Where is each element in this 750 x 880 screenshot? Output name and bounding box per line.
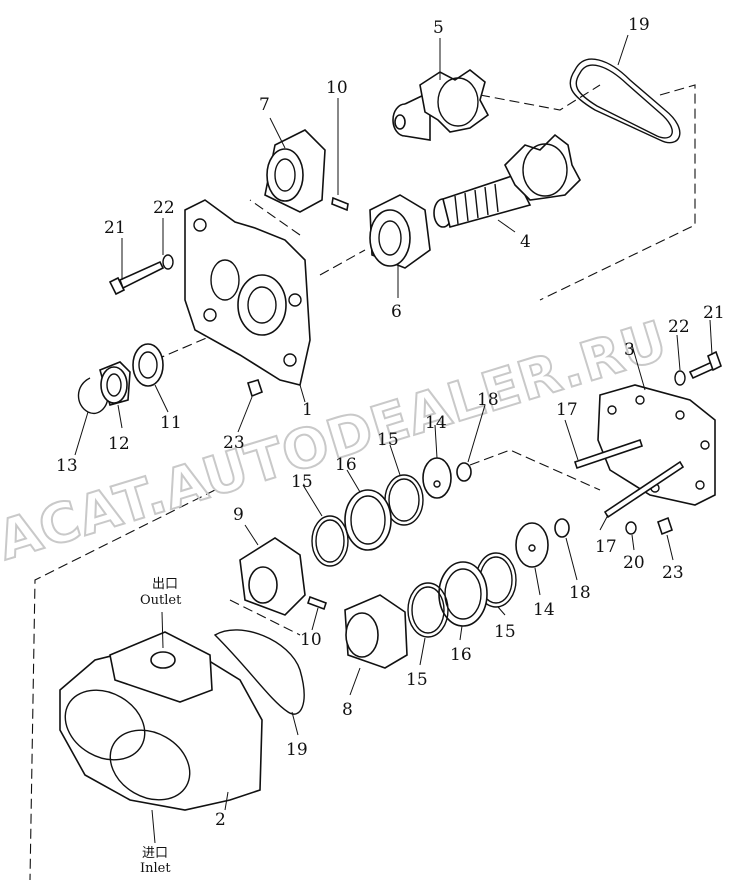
bolt-left bbox=[108, 260, 165, 296]
callout-9: 9 bbox=[233, 505, 244, 525]
callout-14-top: 14 bbox=[425, 413, 447, 433]
callout-22-left: 22 bbox=[153, 198, 175, 218]
callout-19-top: 19 bbox=[628, 15, 650, 35]
callout-15-c: 15 bbox=[494, 622, 516, 642]
pin-17-lower bbox=[603, 460, 685, 519]
plug-right bbox=[657, 516, 673, 536]
callout-10-top: 10 bbox=[326, 78, 348, 98]
plug-left bbox=[246, 379, 263, 398]
callout-15-a: 15 bbox=[377, 430, 399, 450]
callout-16-a: 16 bbox=[335, 455, 357, 475]
gear-shaft-long bbox=[433, 133, 581, 228]
leader-lines bbox=[74, 34, 713, 844]
callout-19-bottom: 19 bbox=[286, 740, 308, 760]
rear-cover-plate bbox=[597, 384, 716, 506]
callout-17-bottom: 17 bbox=[595, 537, 617, 557]
front-cover-plate bbox=[184, 199, 311, 386]
callout-1: 1 bbox=[302, 400, 313, 420]
bearing-block-8 bbox=[344, 594, 408, 669]
callout-20: 20 bbox=[623, 553, 645, 573]
washer-left bbox=[162, 254, 174, 270]
callout-23-right: 23 bbox=[662, 563, 684, 583]
plug-18-lower bbox=[554, 518, 570, 538]
bearing-block-9 bbox=[239, 537, 306, 616]
thrust-washer bbox=[132, 343, 164, 387]
wear-plate-lower bbox=[515, 522, 549, 568]
callout-17-top: 17 bbox=[556, 400, 578, 420]
callout-15-b: 15 bbox=[291, 472, 313, 492]
dowel-pin-lower bbox=[306, 595, 328, 611]
plug-18-upper bbox=[456, 462, 472, 482]
callout-22-right: 22 bbox=[668, 317, 690, 337]
callout-5: 5 bbox=[433, 18, 444, 38]
wear-plate-upper bbox=[422, 457, 452, 499]
callout-4: 4 bbox=[520, 232, 531, 252]
seal-16a bbox=[344, 489, 392, 551]
o-ring-lower bbox=[213, 629, 305, 715]
callout-numbers: 5 19 10 7 4 22 21 6 3 22 21 1 18 17 11 1… bbox=[56, 15, 725, 830]
watermark: ACAT.AUTODEALER.RU bbox=[0, 309, 675, 573]
callout-18-bottom: 18 bbox=[569, 583, 591, 603]
pump-housing bbox=[59, 631, 263, 811]
callout-8: 8 bbox=[342, 700, 353, 720]
bearing-block-7 bbox=[264, 129, 326, 213]
bearing-block-6 bbox=[369, 194, 431, 269]
inlet-label-cn: 进口 bbox=[142, 846, 168, 861]
outlet-label-en: Outlet bbox=[140, 593, 182, 608]
port-labels: 出口 Outlet 进口 Inlet bbox=[140, 577, 182, 876]
callout-18-top: 18 bbox=[477, 390, 499, 410]
callout-12: 12 bbox=[108, 434, 130, 454]
bolt-right bbox=[688, 350, 722, 380]
seal-16b bbox=[438, 561, 488, 627]
backup-ring-15b bbox=[311, 515, 349, 567]
callout-3: 3 bbox=[624, 340, 635, 360]
callout-6: 6 bbox=[391, 302, 402, 322]
callout-11: 11 bbox=[160, 413, 182, 433]
inlet-label-en: Inlet bbox=[140, 861, 171, 876]
callout-2: 2 bbox=[215, 810, 226, 830]
gear-shaft-small bbox=[392, 69, 490, 141]
o-ring-upper bbox=[569, 58, 681, 144]
dowel-pin-upper bbox=[331, 196, 349, 212]
washer-right bbox=[674, 370, 686, 386]
callout-21-left: 21 bbox=[104, 218, 126, 238]
callout-10-bottom: 10 bbox=[300, 630, 322, 650]
callout-21-right: 21 bbox=[703, 303, 725, 323]
callout-7: 7 bbox=[259, 95, 270, 115]
callout-13: 13 bbox=[56, 456, 78, 476]
callout-23-left: 23 bbox=[223, 433, 245, 453]
callout-14-bottom: 14 bbox=[533, 600, 555, 620]
callout-15-d: 15 bbox=[406, 670, 428, 690]
pin-17-upper bbox=[573, 438, 644, 470]
outlet-label-cn: 出口 bbox=[152, 577, 178, 592]
needle-bearing bbox=[99, 361, 131, 406]
callout-16-b: 16 bbox=[450, 645, 472, 665]
backup-ring-15d bbox=[407, 582, 449, 638]
small-ring bbox=[625, 521, 637, 535]
